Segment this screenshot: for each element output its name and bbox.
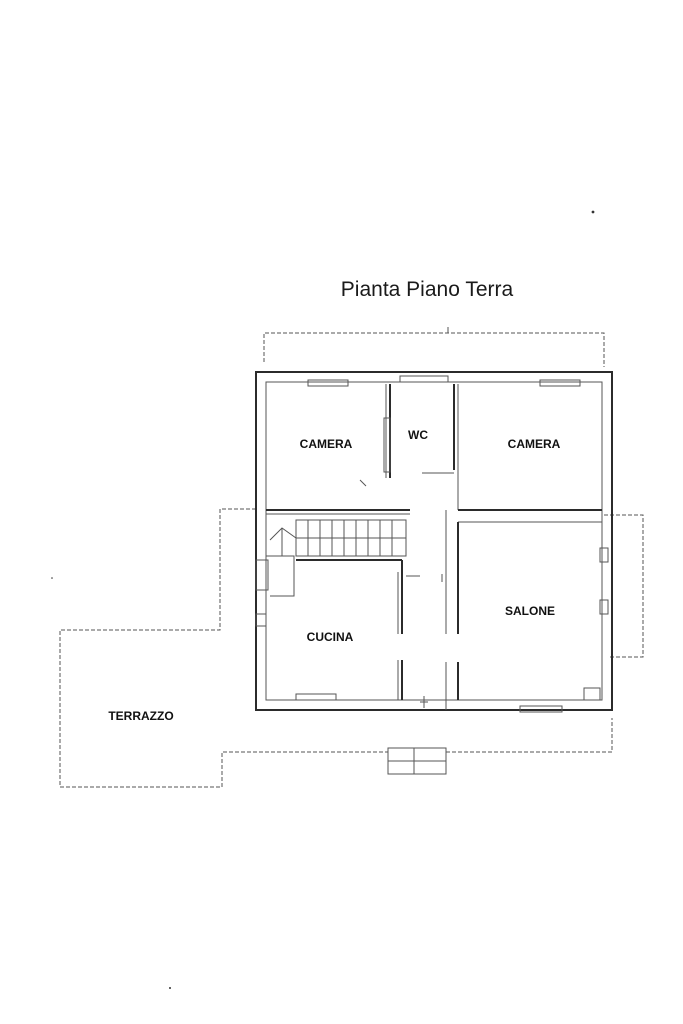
roof-overhang-right — [604, 514, 644, 658]
scan-speck — [169, 987, 171, 989]
left-wall-openings — [255, 559, 269, 627]
outer-walls — [255, 371, 613, 711]
scan-speck — [591, 210, 595, 214]
room-label-camera-left: CAMERA — [300, 437, 353, 451]
scan-speck — [51, 577, 53, 579]
room-label-salone: SALONE — [505, 604, 555, 618]
entrance-steps — [387, 747, 447, 775]
staircase — [269, 519, 407, 557]
room-label-wc: WC — [408, 428, 428, 442]
room-label-terrazzo: TERRAZZO — [108, 709, 173, 723]
top-windows — [307, 375, 581, 387]
terrace-outline — [59, 508, 613, 788]
plan-title: Pianta Piano Terra — [341, 278, 514, 301]
room-label-cucina: CUCINA — [307, 630, 354, 644]
bottom-windows — [295, 693, 563, 713]
roof-overhang-top — [263, 327, 605, 367]
room-label-camera-right: CAMERA — [508, 437, 561, 451]
interior-walls — [266, 384, 609, 710]
